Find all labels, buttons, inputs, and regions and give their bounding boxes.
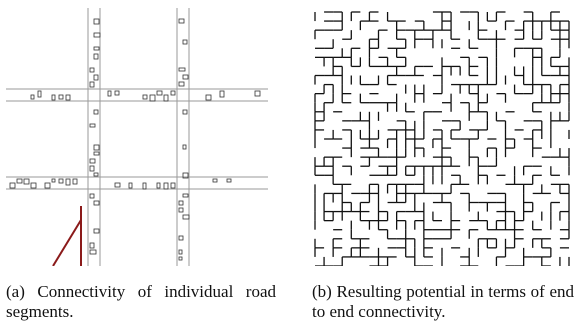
road-segments: [6, 8, 268, 266]
building: [58, 94, 64, 100]
building: [93, 46, 100, 51]
connectivity-network-plot: [314, 11, 570, 266]
end-to-end-connectivity-figure: [311, 8, 573, 266]
building: [72, 178, 78, 185]
building: [182, 109, 188, 115]
caption-b-label: (b): [312, 282, 332, 301]
building: [93, 32, 101, 38]
building: [205, 94, 212, 101]
building: [93, 144, 100, 151]
network-segments: [314, 11, 570, 266]
building: [156, 182, 161, 189]
building: [93, 151, 100, 156]
building: [254, 90, 261, 97]
road-segment-connectivity-figure: [6, 8, 268, 266]
building: [163, 182, 169, 190]
building: [30, 94, 35, 100]
building: [156, 90, 163, 96]
building: [149, 94, 156, 102]
building: [219, 90, 225, 98]
building: [178, 18, 185, 24]
building: [58, 178, 64, 184]
building: [44, 182, 51, 189]
building: [163, 94, 169, 102]
building: [93, 109, 99, 115]
building: [178, 200, 184, 206]
building: [16, 178, 23, 184]
building: [65, 94, 71, 101]
building: [93, 228, 100, 234]
building: [51, 94, 56, 101]
building: [107, 90, 112, 97]
building: [51, 178, 56, 183]
road-intersection: [88, 89, 100, 101]
building: [182, 39, 188, 45]
building-footprints: [9, 18, 261, 261]
building: [178, 207, 184, 213]
building: [89, 165, 95, 172]
building: [178, 256, 183, 261]
caption-b: (b) Resulting potential in terms of end …: [312, 282, 574, 322]
building: [89, 242, 95, 249]
building: [182, 144, 187, 150]
building: [178, 67, 186, 72]
building: [89, 81, 95, 88]
building: [93, 53, 99, 60]
building: [170, 182, 176, 189]
caption-a: (a) Connectivity of individual road segm…: [6, 282, 276, 322]
building: [128, 182, 133, 189]
building: [30, 182, 37, 189]
building: [226, 178, 232, 183]
building: [93, 18, 100, 25]
building: [89, 158, 96, 164]
caption-a-label: (a): [6, 282, 25, 301]
building: [178, 249, 183, 255]
road-intersection: [177, 177, 189, 189]
connectivity-marker: [52, 206, 82, 266]
building: [89, 123, 96, 128]
building: [89, 67, 95, 73]
building: [182, 74, 189, 80]
building: [9, 182, 16, 189]
building: [89, 193, 95, 199]
road-intersection: [177, 89, 189, 101]
building: [142, 94, 148, 100]
building: [23, 178, 30, 185]
caption-a-text: Connectivity of individual road segments…: [6, 282, 276, 321]
building: [65, 178, 71, 186]
building: [182, 193, 189, 198]
road-grid-plot: [6, 8, 268, 266]
building: [182, 214, 190, 220]
building: [93, 74, 99, 81]
building: [93, 200, 100, 206]
building: [178, 235, 184, 241]
building: [93, 172, 99, 177]
road-intersection: [88, 177, 100, 189]
building: [89, 249, 97, 255]
caption-b-text: Resulting potential in terms of end to e…: [312, 282, 574, 321]
building: [170, 90, 176, 96]
building: [114, 90, 120, 96]
building: [212, 178, 218, 183]
marker-diagonal-line: [52, 219, 82, 266]
building: [37, 90, 42, 98]
building: [182, 172, 189, 179]
building: [114, 182, 121, 188]
building: [178, 81, 185, 87]
building: [142, 182, 147, 190]
